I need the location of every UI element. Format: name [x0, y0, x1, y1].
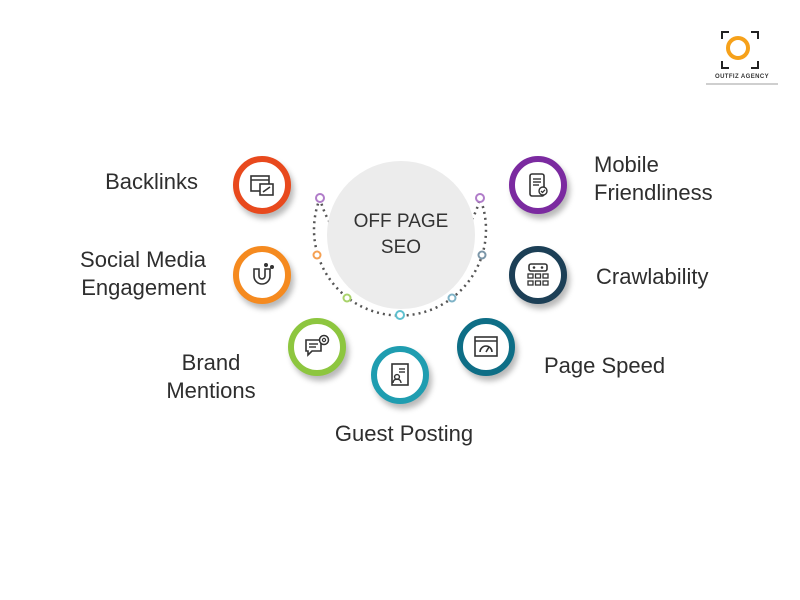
logo-tagline-line: [706, 83, 778, 85]
brand-mentions-label: Brand Mentions: [166, 350, 256, 403]
crawlability-label: Crawlability: [596, 264, 709, 289]
arc-marker-violet: [475, 193, 485, 203]
page-speed-label: Page Speed: [544, 353, 666, 378]
arc-marker-purple: [315, 193, 325, 203]
logo-name: OUTFIZ AGENCY: [715, 74, 769, 80]
social-media-node: [233, 246, 291, 304]
speedometer-window-icon: [474, 336, 498, 357]
arc-marker-navy: [477, 250, 487, 260]
mobile-friendliness-label: Mobile Friendliness: [594, 152, 713, 205]
robot-grid-icon: [527, 263, 549, 286]
document-user-icon: [391, 363, 409, 386]
mobile-document-icon: [529, 173, 548, 197]
logo-frame-icon: [721, 31, 759, 69]
arc-marker-blue: [447, 293, 457, 303]
backlinks-label: Backlinks: [105, 169, 198, 194]
center-title: OFF PAGE SEO: [353, 211, 449, 258]
center-circle: OFF PAGE SEO: [327, 161, 475, 309]
logo-ring-icon: [726, 36, 750, 60]
arc-marker-green: [342, 293, 352, 303]
backlinks-node: [233, 156, 291, 214]
guest-posting-node: [371, 346, 429, 404]
brand-mentions-node: [288, 318, 346, 376]
magnet-users-icon: [253, 263, 274, 285]
arc-marker-teal: [395, 310, 405, 320]
page-speed-node: [457, 318, 515, 376]
crawlability-node: [509, 246, 567, 304]
agency-logo: OUTFIZ AGENCY: [706, 30, 778, 90]
arc-marker-orange: [312, 250, 322, 260]
guest-posting-label: Guest Posting: [334, 421, 474, 446]
browser-link-icon: [250, 175, 274, 196]
mention-chat-icon: [305, 334, 330, 357]
social-media-label: Social Media Engagement: [80, 247, 206, 300]
mobile-friendliness-node: [509, 156, 567, 214]
